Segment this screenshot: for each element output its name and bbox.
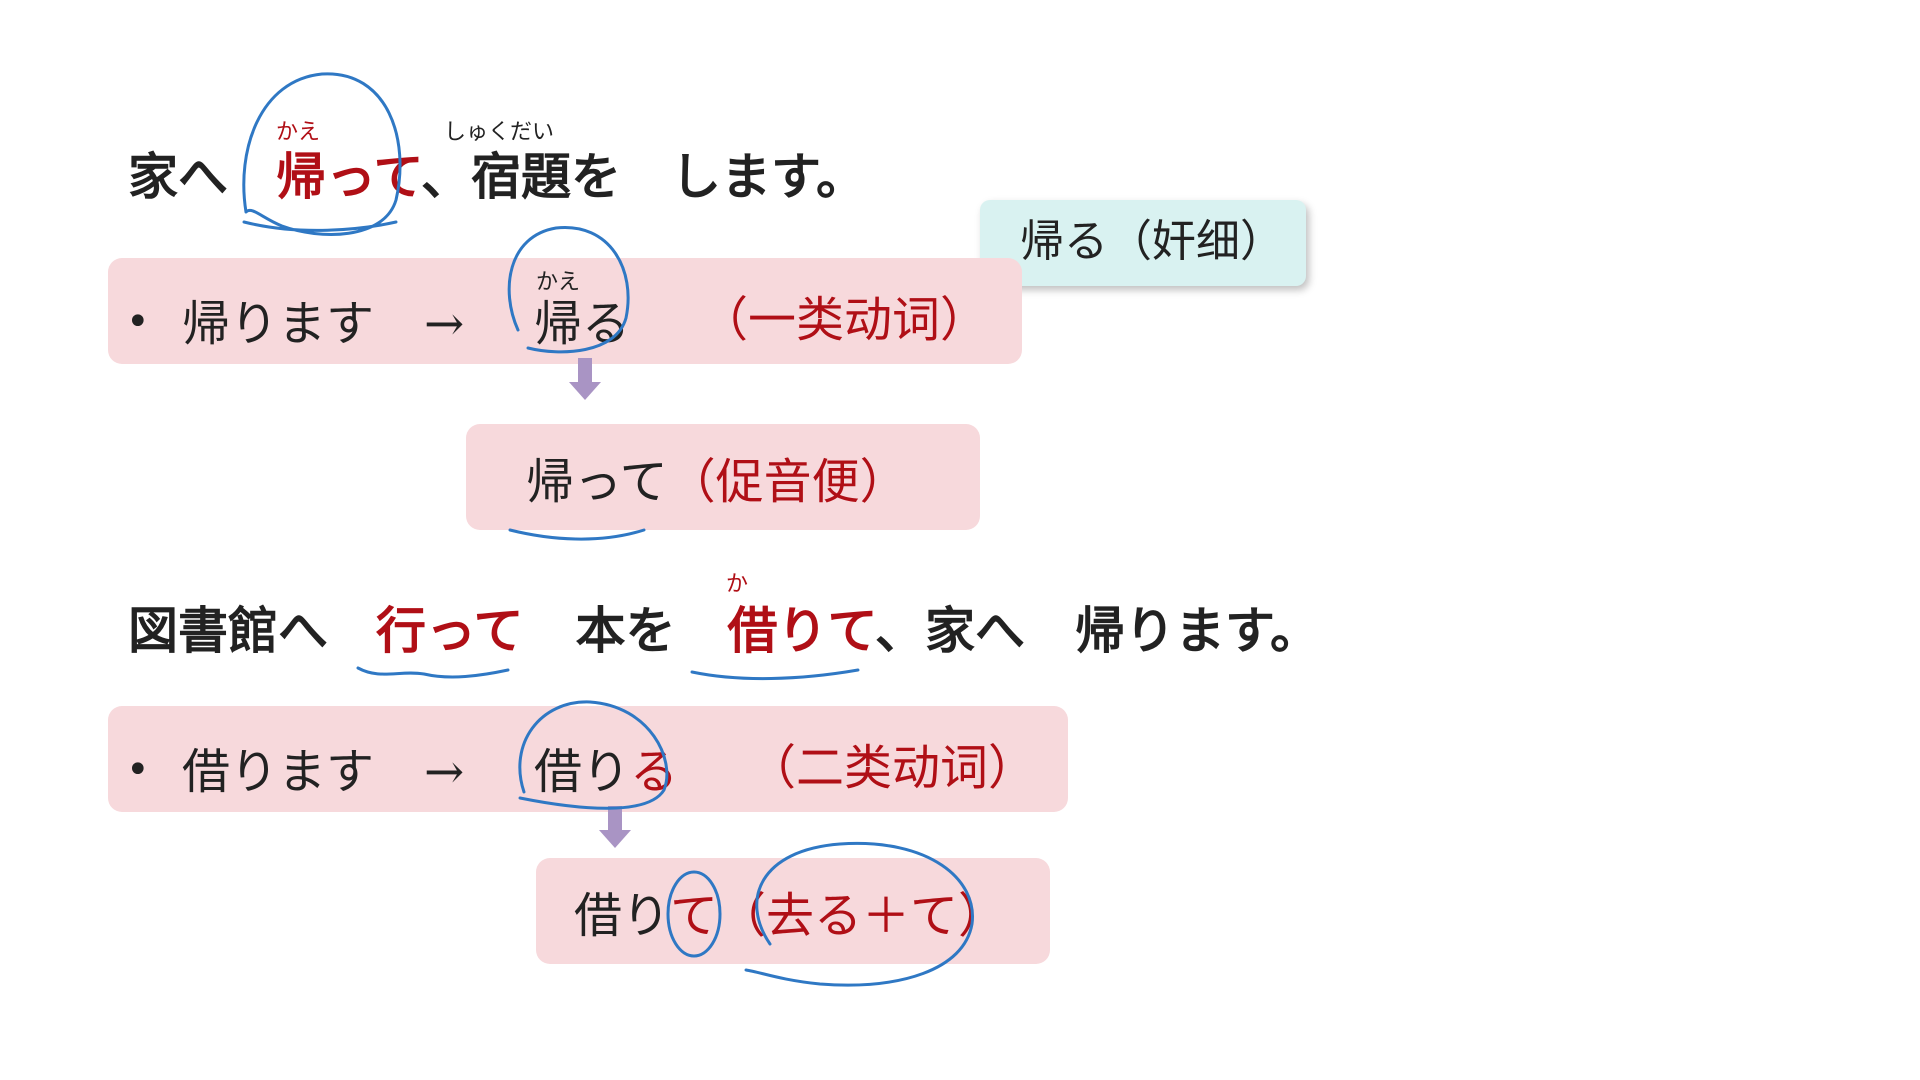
result-2-te: て [670, 888, 719, 944]
underline-kaette [508, 528, 646, 541]
row-2-dict-ending: る [630, 744, 679, 800]
row-1-dict-form: 帰る [534, 296, 631, 352]
sentence-2-rest: 、家へ 帰ります。 [875, 601, 1320, 660]
sentence-2-karite: 借りて [727, 601, 876, 660]
bullet-2: • [126, 747, 150, 793]
underline-karite [690, 668, 860, 681]
sentence-2: 図書館へ行って本を借りて、家へ 帰ります。 [128, 606, 1320, 656]
row-1-arrow: → [424, 296, 465, 352]
note-text: 帰る（奸细） [1020, 216, 1284, 267]
row-1-category: （一类动词） [700, 292, 989, 348]
down-arrow-icon [578, 358, 592, 384]
sentence-1-ie-he: 家へ [128, 147, 228, 206]
sentence-2-toshokan: 図書館へ [128, 601, 328, 660]
result-1-te-form: 帰って（促音便） [526, 454, 908, 510]
furigana-kae-2: かえ [536, 270, 581, 295]
sentence-2-itte: 行って [376, 601, 524, 660]
sentence-1-kaette: 帰って [276, 147, 421, 206]
bullet-1: • [126, 299, 150, 345]
row-2-masu-form: 借ります [182, 744, 375, 800]
furigana-ka: か [726, 572, 749, 597]
row-2-arrow: → [424, 744, 465, 800]
sentence-1-shukudai: 、宿題を [421, 147, 621, 206]
row-1-masu-form: 帰ります [182, 296, 375, 352]
result-panel-2: 借りて（去る＋て） [536, 858, 1050, 964]
row-2-category: （二类动词） [748, 740, 1037, 796]
result-panel-1: 帰って（促音便） [466, 424, 980, 530]
note-box: 帰る（奸细） [980, 200, 1306, 286]
sentence-2-hon: 本を [575, 601, 676, 660]
result-2-rule: （去る＋て） [718, 888, 1007, 944]
sentence-1-shimasu: します。 [671, 147, 866, 206]
down-arrow-head-icon [569, 382, 601, 400]
result-2-te-form: 借りて（去る＋て） [574, 888, 1007, 944]
sentence-1: 家へ帰って、宿題をします。 [128, 152, 866, 202]
furigana-shukudai: しゅくだい [444, 120, 555, 145]
underline-itte [356, 666, 510, 679]
down-arrow-head-icon [599, 830, 631, 848]
down-arrow-icon [608, 806, 622, 832]
result-1-rule: （促音便） [667, 454, 908, 510]
furigana-kae-1: かえ [276, 120, 321, 145]
row-2-dict-form: 借りる [534, 744, 679, 800]
